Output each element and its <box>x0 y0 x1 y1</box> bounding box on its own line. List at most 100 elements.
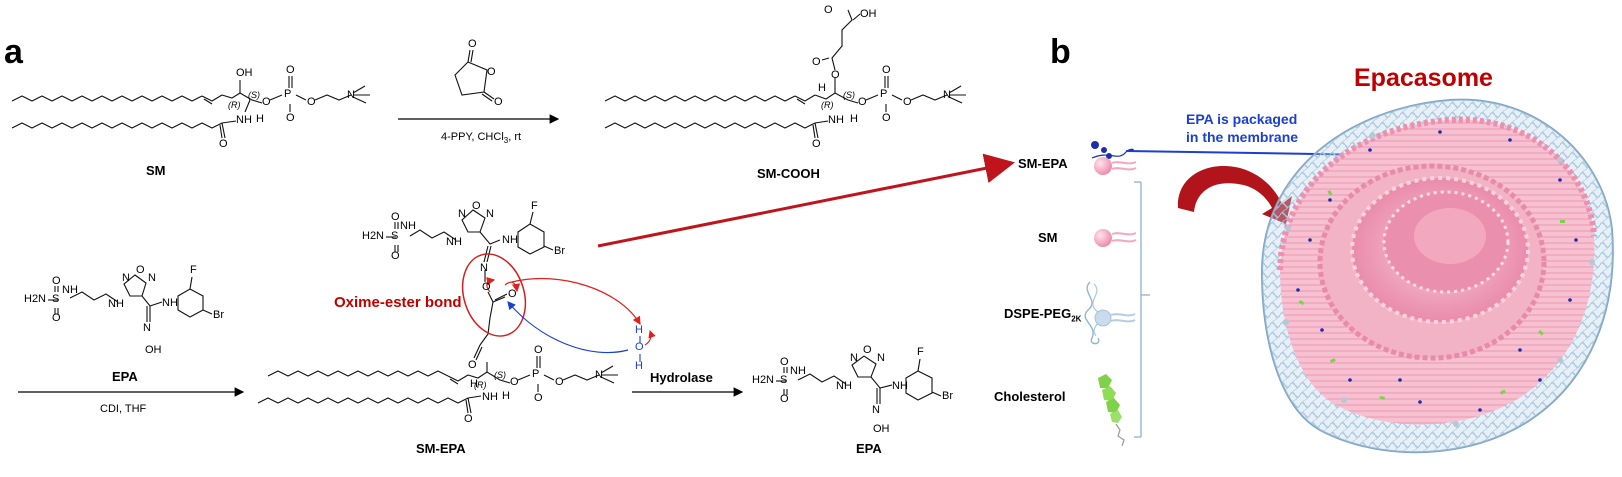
compound-label-sm-epa: SM-EPA <box>416 441 466 456</box>
cooh-oh-label: OH <box>860 8 877 20</box>
epa-left-o-ring: O <box>136 264 145 276</box>
smepa-n-oxime: N <box>480 262 488 274</box>
smepa-o-oxime: O <box>482 281 491 293</box>
electron-push-arrow-1 <box>504 281 521 293</box>
smepa-nh-label: NH <box>482 391 498 403</box>
smepa-f-label: F <box>531 200 538 212</box>
smepa-o-ring: O <box>472 200 481 212</box>
smepa-n-ring-1: N <box>458 208 466 220</box>
epa-left-h2n-label: H2N <box>24 293 47 305</box>
smepa-h-label: H <box>470 378 478 390</box>
epa-left-n-ring-1: N <box>122 272 130 284</box>
smepa-o-top: O <box>391 211 400 223</box>
sm-h-label: H <box>256 113 264 125</box>
packaged-label-line2: in the membrane <box>1186 129 1299 145</box>
oxime-ester-bond-label: Oxime-ester bond <box>334 294 462 311</box>
component-label-dspe-peg: DSPE-PEG2K <box>1004 306 1082 324</box>
epa-prod-n-ring-2: N <box>877 352 885 364</box>
smepa-amide-o-label: O <box>464 413 473 425</box>
epa-prod-nh-2: NH <box>836 380 852 392</box>
epa-left-nh-3: NH <box>162 297 178 309</box>
epa-prod-o-top: O <box>780 356 789 368</box>
epa-prod-o-ring: O <box>863 344 872 356</box>
epa-prod-h2n-label: H2N <box>752 374 775 386</box>
electron-push-arrow-2 <box>486 277 496 293</box>
step1-conditions: 4-PPY, CHCl3, rt <box>441 131 522 146</box>
epa-left-n-ring-2: N <box>148 272 156 284</box>
epa-left-s-label: S <box>52 293 60 305</box>
cooh-n-plus-label: N <box>943 89 951 101</box>
smepa-s-label: (S) <box>494 370 506 380</box>
epa-left-structure <box>48 274 213 322</box>
component-label-sm-epa: SM-EPA <box>1018 156 1068 171</box>
cooh-h-label: H <box>818 82 826 94</box>
epa-prod-nh-1: NH <box>790 365 806 377</box>
smepa-o-bottom: O <box>391 250 400 262</box>
epa-product-structure <box>776 355 942 404</box>
compound-label-sm: SM <box>146 163 166 178</box>
cooh-p-label: P <box>880 88 888 100</box>
anhydride-o-ring: O <box>487 66 496 78</box>
cooh-amide-o-label: O <box>812 138 821 150</box>
cooh-o-minus-label: O <box>882 112 891 124</box>
sm-structure <box>11 76 370 139</box>
oxime-ester-highlight <box>461 253 527 337</box>
smepa-n-plus-label: N <box>595 369 603 381</box>
epa-left-nh-2: NH <box>108 298 124 310</box>
sm-o-minus-label: O <box>286 112 295 124</box>
epa-left-oh-oxime: OH <box>145 344 162 356</box>
sm-n-plus-label: N <box>347 89 355 101</box>
epa-prod-br-label: Br <box>942 390 953 402</box>
water-o: O <box>635 341 644 353</box>
cooh-s-label: (S) <box>843 90 855 100</box>
compound-label-epa-product: EPA <box>856 441 882 456</box>
smepa-h-label-2: H <box>502 390 510 402</box>
smepa-n-ring-2: N <box>486 208 494 220</box>
smepa-br-label: Br <box>554 245 565 257</box>
compound-label-sm-cooh: SM-COOH <box>757 166 820 181</box>
water-attack-arrow <box>507 301 629 354</box>
sm-o-label-1: O <box>262 96 271 108</box>
epa-left-br-label: Br <box>213 309 224 321</box>
anhydride-o-top: O <box>468 38 477 50</box>
epa-prod-f-label: F <box>917 346 924 358</box>
epa-prod-oh-oxime: OH <box>873 423 890 435</box>
epa-prod-nh-3: NH <box>892 380 908 392</box>
epa-prod-o-bottom: O <box>780 393 789 405</box>
smepa-p-label: P <box>532 368 540 380</box>
cooh-o-label-1: O <box>858 96 867 108</box>
sm-lipid-icon <box>1094 229 1137 247</box>
smepa-nh-1: NH <box>400 220 416 232</box>
smepa-o-label-3: O <box>555 376 564 388</box>
panel-label-a: a <box>4 33 23 71</box>
smepa-o-label-1: O <box>510 376 519 388</box>
succinic-anhydride-structure <box>454 49 495 102</box>
panel-label-b: b <box>1050 33 1071 71</box>
hydrolase-label: Hydrolase <box>650 370 713 385</box>
sm-cooh-structure <box>604 9 966 139</box>
epa-left-o-bottom: O <box>52 312 61 324</box>
epa-left-nh-1: NH <box>62 284 78 296</box>
smepa-nh-2: NH <box>446 236 462 248</box>
liposome-cutaway-icon <box>1260 98 1614 454</box>
cooh-ester-o: O <box>812 56 821 68</box>
sm-p-label: P <box>284 88 292 100</box>
water-h-bottom: H <box>635 360 643 372</box>
cooh-h-label-2: H <box>850 113 858 125</box>
cooh-r-label: (R) <box>821 100 834 110</box>
anhydride-o-bottom: O <box>494 96 503 108</box>
sm-o-label-3: O <box>307 96 316 108</box>
smepa-o-ester: O <box>468 359 477 371</box>
smepa-r-label: (R) <box>474 380 487 390</box>
step2-conditions: CDI, THF <box>100 403 147 415</box>
smepa-o-carbonyl: O <box>508 288 517 300</box>
sm-epa-to-membrane-arrow <box>597 153 1015 248</box>
cooh-o-label-2: O <box>882 64 891 76</box>
cooh-nh-label: NH <box>828 114 844 126</box>
cooh-o-label-3: O <box>903 96 912 108</box>
smepa-nh-3: NH <box>502 234 518 246</box>
epa-prod-n-oxime: N <box>872 404 880 416</box>
compound-label-epa-left: EPA <box>112 369 138 384</box>
smepa-s-label: S <box>391 230 399 242</box>
